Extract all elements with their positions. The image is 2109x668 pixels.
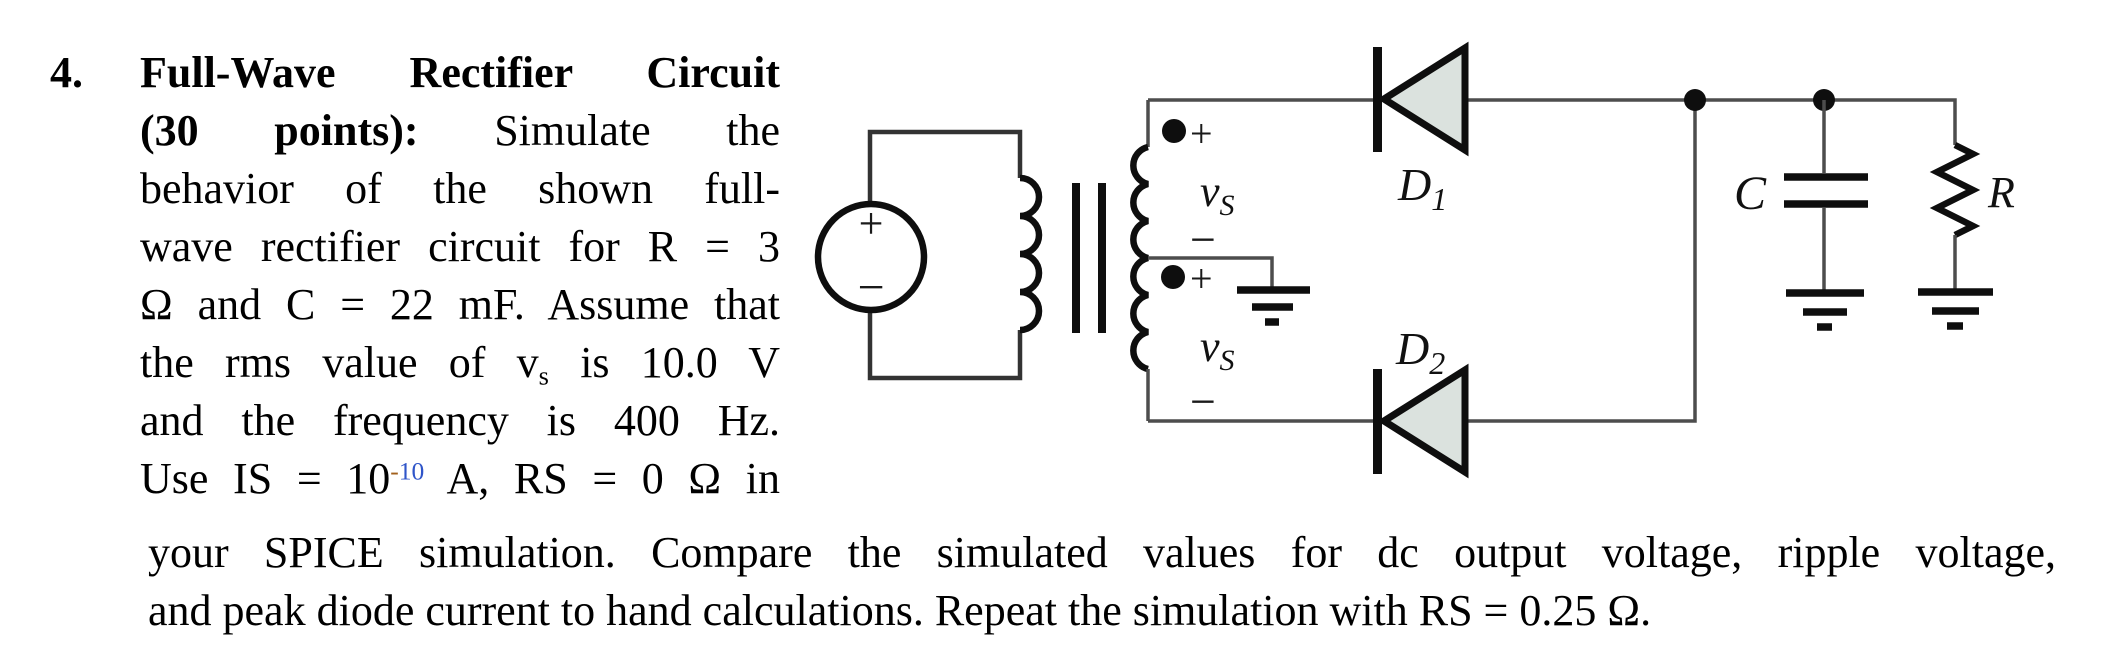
line8-text-b: A, RS = 0 Ω in: [446, 454, 781, 503]
text-line-6: the rms value of vs is 10.0 V: [140, 334, 780, 392]
line7-text: and the frequency is 400 Hz.: [140, 396, 780, 445]
text-line-10: and peak diode current to hand calculati…: [148, 582, 2056, 640]
primary-coil: [1019, 174, 1043, 334]
resistor-ground-icon: [1918, 288, 1993, 330]
upper-minus-sign: −: [1190, 214, 1216, 265]
center-tap-wire: [1148, 256, 1274, 290]
text-line-7: and the frequency is 400 Hz.: [140, 392, 780, 450]
points-text: (30 points):: [140, 106, 419, 155]
source-minus-sign: −: [857, 261, 884, 314]
phasing-dot-lower: [1161, 265, 1185, 289]
text-line-4: wave rectifier circuit for R = 3: [140, 218, 780, 276]
diode1-triangle: [1377, 41, 1469, 157]
line4-text: wave rectifier circuit for R = 3: [140, 222, 780, 271]
line5-text: Ω and C = 22 mF. Assume that: [140, 280, 780, 329]
ac-source-circle: [814, 200, 928, 314]
lower-plus-sign: +: [1190, 256, 1213, 301]
line2-rest: Simulate the: [494, 106, 781, 155]
lower-minus-sign: −: [1190, 376, 1216, 427]
diode2-letter: D: [1395, 323, 1429, 374]
line8-text: Use IS = 10: [140, 454, 391, 503]
text-line-8: Use IS = 10-10 A, RS = 0 Ω in: [140, 450, 780, 508]
upper-plus-sign: +: [1190, 111, 1213, 156]
vs-lower-v: v: [1200, 322, 1220, 371]
vs-lower-sub: S: [1220, 344, 1235, 377]
core-bar-right: [1098, 183, 1106, 333]
diode1-label: D1: [1397, 159, 1447, 217]
center-tap-ground-icon: [1237, 286, 1310, 326]
diode2-subscript: 2: [1429, 345, 1445, 381]
exponent-digits: 10: [398, 456, 425, 486]
diode2-cathode-bar: [1373, 369, 1382, 474]
resistor-label: R: [1987, 168, 2015, 217]
text-line-1: Full-Wave Rectifier Circuit: [140, 44, 780, 102]
phasing-dot-upper: [1162, 119, 1186, 143]
capacitor-label: C: [1734, 167, 1767, 220]
vs-lower-label: vS: [1200, 322, 1235, 377]
primary-loop-wire: [867, 129, 1023, 381]
diode1-cathode-bar: [1373, 47, 1382, 152]
line6-text-b: is 10.0 V: [580, 338, 780, 387]
top-rail-wire: [1148, 98, 1957, 145]
node-dot-output: [1684, 89, 1706, 111]
exponent: -10: [390, 457, 424, 486]
vs-subscript: s: [538, 360, 549, 391]
exponent-minus: -: [390, 456, 399, 486]
capacitor-ground-icon: [1786, 289, 1864, 331]
secondary-coil: [1130, 143, 1149, 373]
vs-upper-label: vS: [1200, 167, 1235, 222]
text-line-2: (30 points): Simulate the: [140, 102, 780, 160]
core-bar-left: [1072, 183, 1080, 333]
vs-upper-sub: S: [1220, 189, 1235, 222]
text-line-5: Ω and C = 22 mF. Assume that: [140, 276, 780, 334]
line3-text: behavior of the shown full-: [140, 164, 780, 213]
diode2-label: D2: [1395, 323, 1445, 381]
problem-number: 4.: [50, 48, 83, 97]
line10-text: and peak diode current to hand calculati…: [148, 586, 1652, 635]
text-line-3: behavior of the shown full-: [140, 160, 780, 218]
diode1-letter: D: [1397, 159, 1431, 210]
capacitor-plates: [1784, 173, 1868, 208]
text-line-9: your SPICE simulation. Compare the simul…: [148, 524, 2056, 582]
title-text: Full-Wave Rectifier Circuit: [140, 48, 780, 97]
diode2-triangle: [1377, 363, 1469, 479]
vs-upper-v: v: [1200, 167, 1220, 216]
source-plus-sign: +: [859, 199, 884, 248]
line9-text: your SPICE simulation. Compare the simul…: [148, 528, 2056, 577]
line6-text: the rms value of v: [140, 338, 539, 387]
bottom-rail-wire: [1148, 100, 1697, 423]
resistor-zigzag: [1929, 142, 1981, 238]
problem-text-column: Full-Wave Rectifier Circuit (30 points):…: [140, 44, 780, 508]
diode1-subscript: 1: [1431, 181, 1447, 217]
